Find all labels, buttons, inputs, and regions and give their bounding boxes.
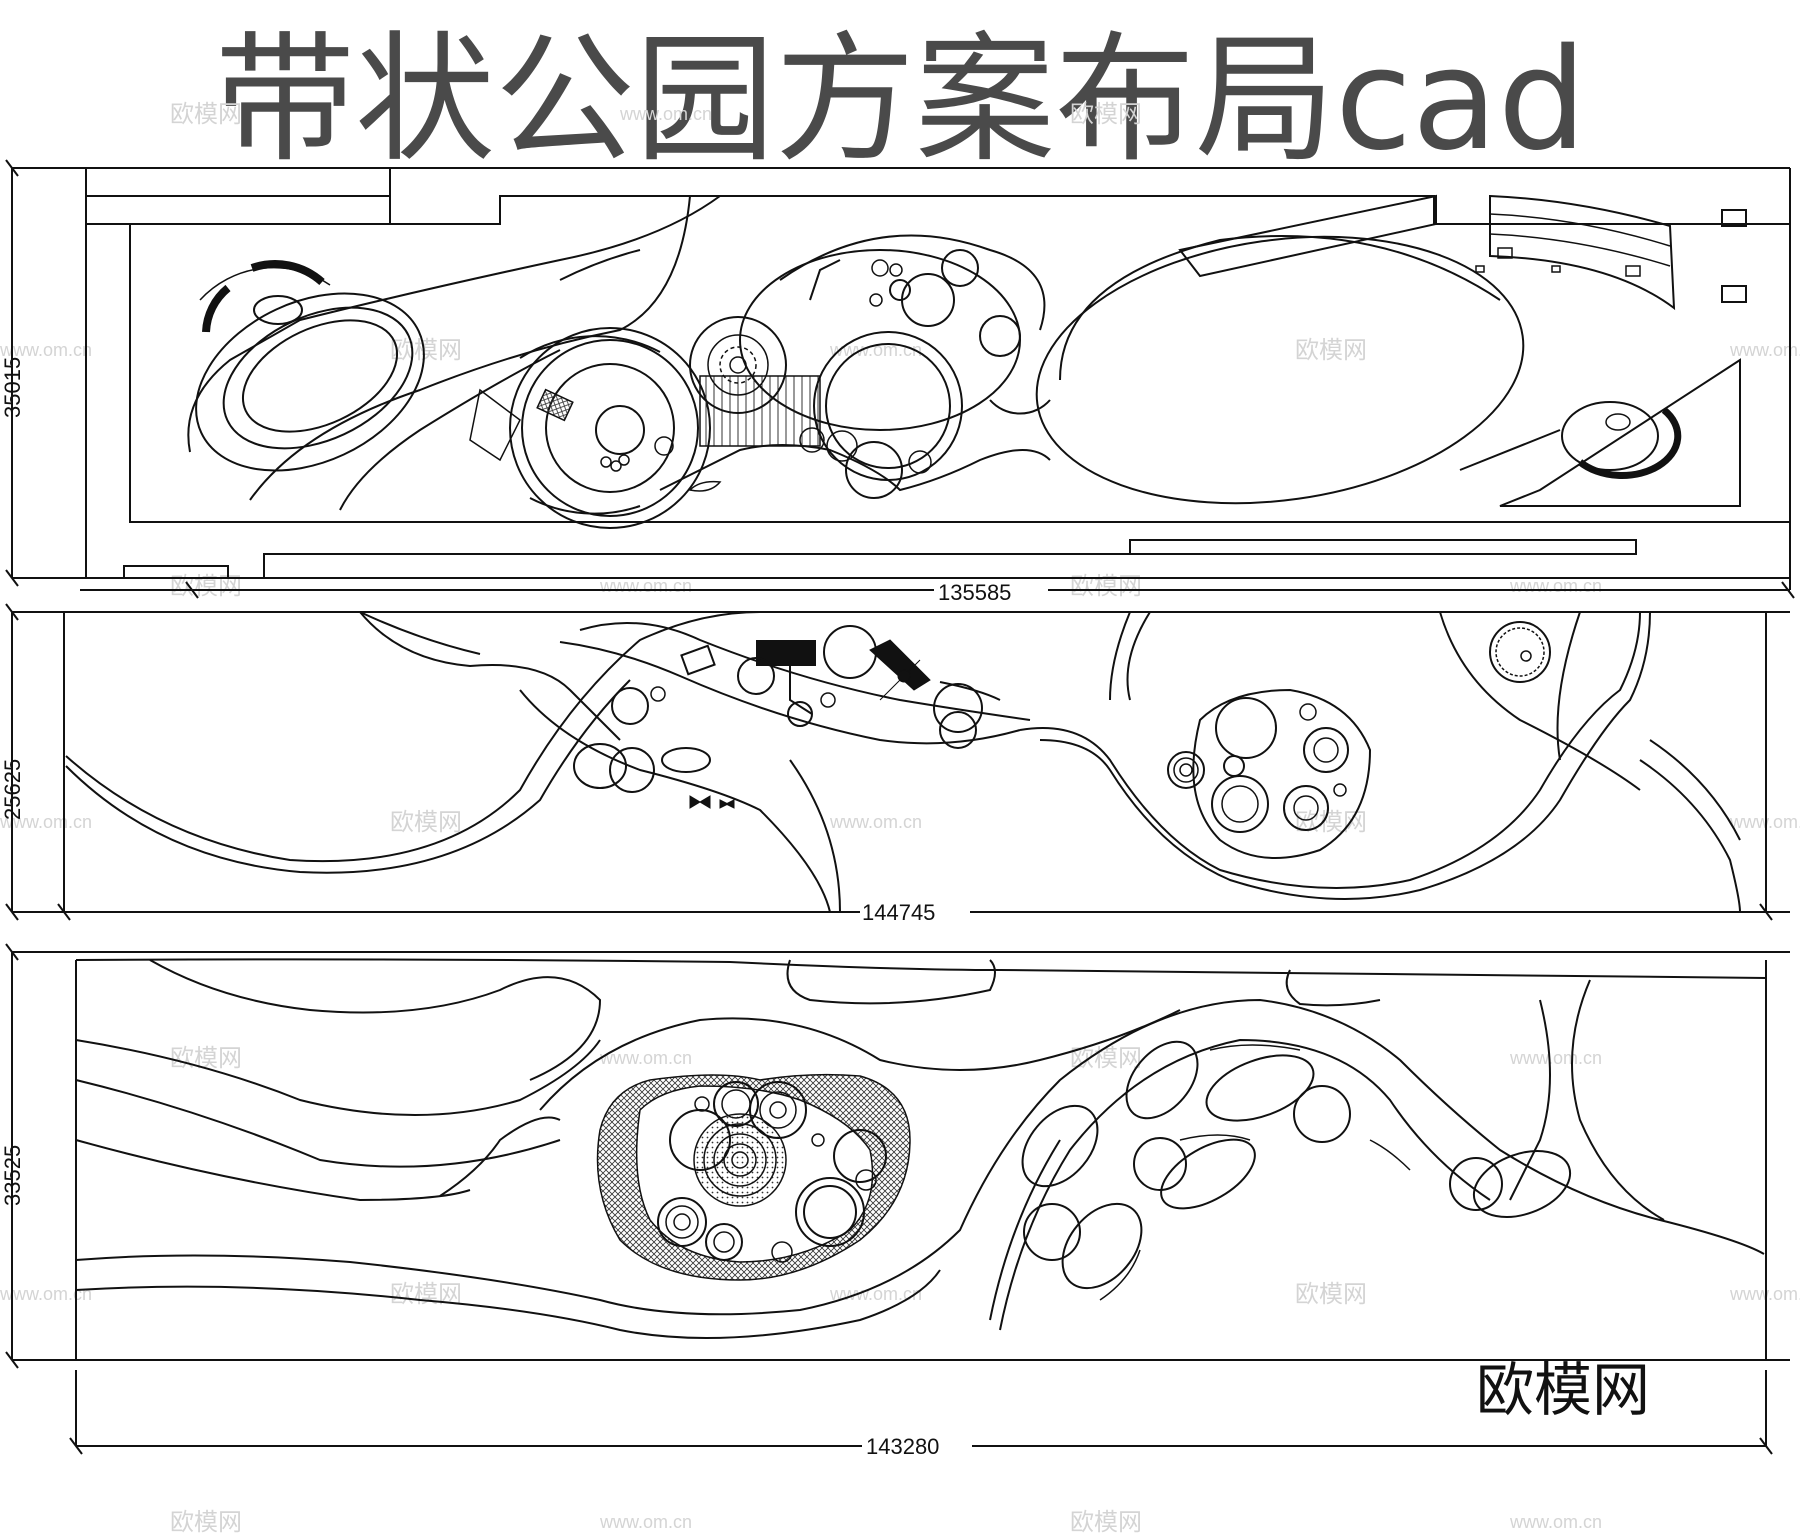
dimension-tick [5,159,19,587]
petal-bed [1021,1104,1099,1188]
small-plaza-right [1561,401,1659,471]
watermark-url: www.om.cn [1729,1284,1800,1304]
panel-1-frame [11,167,1790,579]
lower-path [659,444,1051,492]
watermark-url: www.om.cn [0,1284,92,1304]
watermark-url: www.om.cn [0,812,92,832]
watermark-brand: 欧模网 [390,808,462,836]
watermark-url: www.om.cn [1729,812,1800,832]
panel-3-height-dim: 33525 [0,1145,25,1206]
dragonfly-sculpture [869,639,931,701]
rosette-feature [689,316,787,414]
fountain-circle [693,1113,787,1207]
watermark-layer: 欧模网 欧模网 www.om.cn 欧模网 欧模网 www.om.cn www.… [0,100,1800,1535]
seat-icon [689,795,711,809]
watermark-brand: 欧模网 [390,336,462,364]
plan-panel-2: 25625 144745 [0,603,1790,925]
round-pavilion [1489,621,1551,683]
plan-panel-3: 33525 143280 [0,943,1790,1459]
curved-path [65,611,761,863]
watermark-url: www.om.cn [599,1512,692,1532]
brand-stamp: 欧模网 [1476,1356,1650,1424]
panel-1-width-dim: 135585 [938,580,1011,605]
panel-2-width-dim: 144745 [862,900,935,925]
panel-3-width-dim: 143280 [866,1434,939,1459]
watermark-url: www.om.cn [0,340,92,360]
panel-1-height-dim: 35015 [0,357,25,418]
watermark-url: www.om.cn [829,1284,922,1304]
structure-marker [1721,209,1747,227]
watermark-url: www.om.cn [1509,1512,1602,1532]
watermark-brand: 欧模网 [1070,572,1142,600]
round-plaza-left [195,292,425,472]
plan-panel-1: 35015 135585 [0,159,1795,605]
watermark-url: www.om.cn [829,812,922,832]
drawing-title: 带状公园方案布局cad [215,19,1587,182]
watermark-url: www.om.cn [829,340,922,360]
watermark-url: www.om.cn [599,1048,692,1068]
watermark-url: www.om.cn [1729,340,1800,360]
panel-3-frame [11,951,1790,1361]
watermark-brand: 欧模网 [1295,336,1367,364]
playground-cluster [1192,688,1372,859]
central-round-plaza [509,327,711,529]
watermark-brand: 欧模网 [170,1508,242,1535]
large-oval-lawn [1035,235,1525,505]
oval-feature [573,743,627,789]
structure-marker [1721,285,1747,303]
watermark-brand: 欧模网 [1070,100,1142,128]
watermark-brand: 欧模网 [170,572,242,600]
panel-2-height-dim: 25625 [0,759,25,820]
watermark-url: www.om.cn [619,104,712,124]
watermark-url: www.om.cn [1509,1048,1602,1068]
watermark-brand: 欧模网 [1295,1280,1367,1308]
watermark-brand: 欧模网 [1070,1508,1142,1535]
watermark-brand: 欧模网 [170,100,242,128]
